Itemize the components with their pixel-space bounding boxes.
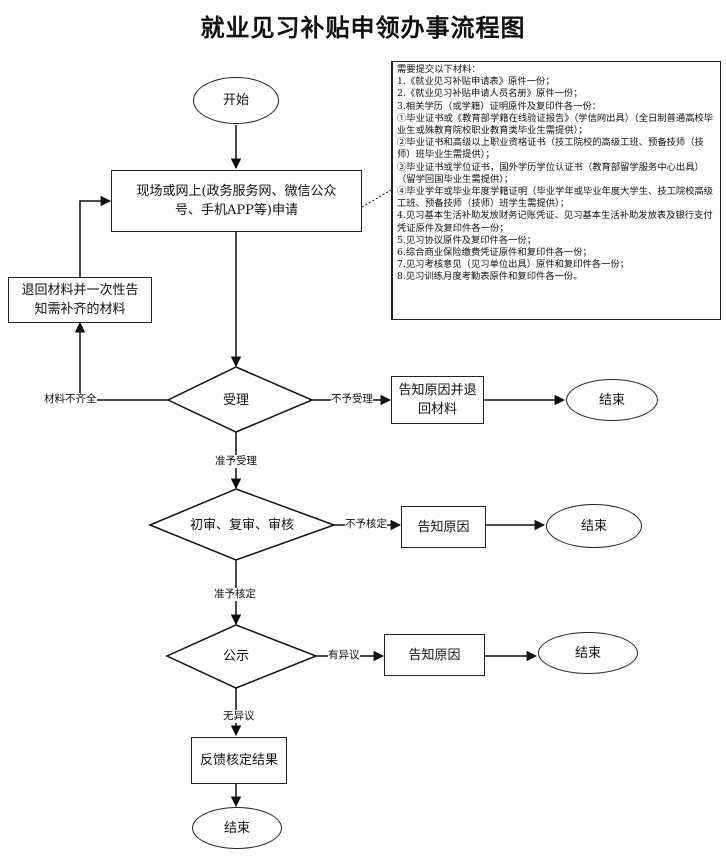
edge-label-approved: 准予核定 bbox=[214, 588, 256, 601]
decision-publicity-shape bbox=[165, 624, 319, 689]
start-node: 开始 bbox=[193, 77, 279, 124]
edge-label-incomplete: 材料不齐全 bbox=[44, 393, 97, 406]
edge-return-apply bbox=[79, 195, 112, 277]
notify-reason-node-1: 告知原因 bbox=[401, 506, 486, 548]
requirement-item: 4.见习基本生活补助发放财务记账凭证、见习基本生活补助发放表及银行支付凭证原件及… bbox=[397, 210, 713, 234]
requirement-item: 1.《就业见习补贴申请表》原件一份； bbox=[397, 76, 555, 88]
decision-review-shape bbox=[148, 488, 337, 561]
requirement-item: 5.见习协议原件及复印件各一份； bbox=[397, 234, 537, 246]
end-node-3: 结束 bbox=[538, 632, 638, 674]
flowchart-title: 就业见习补贴申领办事流程图 bbox=[200, 14, 526, 42]
requirement-item: 3.相关学历（或学籍）证明原件及复印件各一份： bbox=[397, 100, 602, 112]
requirement-item: ③毕业证书或学位证书，国外学历学位认证书（教育部留学服务中心出具）（留学回国毕业… bbox=[397, 161, 704, 185]
requirement-item: ④毕业学年或毕业年度学籍证明（毕业学年或毕业年度大学生、技工院校高级工班、预备技… bbox=[397, 186, 714, 210]
end-node-1: 结束 bbox=[566, 379, 658, 421]
requirement-item: ②毕业证书和高级以上职业资格证书（技工院校的高级工班、预备技师（技师）班毕业生需… bbox=[397, 137, 704, 161]
notify-reason-node-2: 告知原因 bbox=[384, 634, 485, 676]
decision-accept-shape bbox=[166, 366, 314, 433]
edge-label-objection: 有异议 bbox=[328, 649, 360, 662]
end-node-final: 结束 bbox=[192, 807, 282, 849]
requirement-item: 2.《就业见习补贴申请人员名册》原件一份； bbox=[397, 88, 583, 100]
requirements-heading: 需要提交以下材料： bbox=[397, 64, 481, 75]
requirement-item: 8.见习训练月度考勤表原件和复印件各一份。 bbox=[397, 271, 583, 283]
edge-label-not-approved: 不予核定 bbox=[345, 518, 387, 531]
edge-label-not-accepted: 不予受理 bbox=[331, 393, 373, 406]
requirements-note: 需要提交以下材料： 1.《就业见习补贴申请表》原件一份； 2.《就业见习补贴申请… bbox=[391, 61, 721, 320]
return-materials-node: 退回材料并一次性告知需补齐的材料 bbox=[8, 277, 152, 323]
decision-review-label: 初审、复审、审核 bbox=[189, 517, 294, 533]
decision-publicity-label: 公示 bbox=[222, 648, 249, 664]
reject-notice-node: 告知原因并退回材料 bbox=[391, 376, 484, 424]
requirements-connector bbox=[361, 189, 392, 208]
end-node-2: 结束 bbox=[546, 504, 642, 548]
requirement-item: ①毕业证书或《教育部学籍在线验证报告》（学信网出具）（全日制普通高校毕业生或殊教… bbox=[397, 112, 714, 137]
edge-accept-return bbox=[74, 321, 168, 401]
edge-label-no-objection: 无异议 bbox=[223, 710, 255, 723]
decision-accept-label: 受理 bbox=[222, 392, 249, 408]
feedback-result-node: 反馈核定结果 bbox=[191, 737, 287, 784]
requirement-item: 7.见习考核意见（见习单位出具）原件和复印件各一份； bbox=[397, 259, 629, 271]
edge-label-accepted: 准予受理 bbox=[215, 455, 257, 468]
requirement-item: 6.综合商业保险缴费凭证原件和复印件各一份； bbox=[397, 247, 592, 259]
apply-node: 现场或网上(政务服务网、微信公众号、手机APP等)申请 bbox=[111, 170, 362, 232]
